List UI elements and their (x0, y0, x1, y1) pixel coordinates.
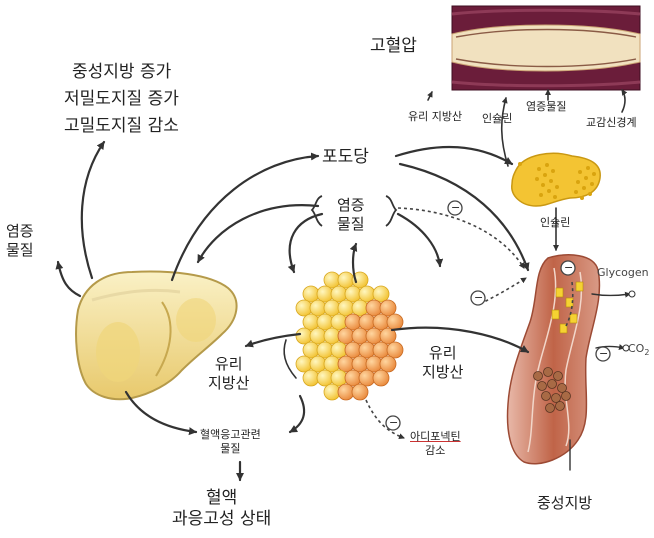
pancreas-texture (582, 186, 586, 190)
fat-cell (380, 356, 396, 372)
pancreas-texture (586, 166, 590, 170)
pancreas-texture (576, 180, 580, 184)
arrow-fat-to-bracket (353, 244, 356, 282)
pancreas-illustration (512, 153, 600, 206)
inflammatory-top-label: 염증물질 (526, 100, 566, 114)
pancreas-texture (555, 185, 559, 189)
arrow-ffa-top (428, 92, 432, 100)
pancreas-texture (553, 195, 557, 199)
pancreas-texture (588, 192, 592, 196)
triglyceride-droplet (546, 404, 555, 413)
triglyceride-droplet (558, 384, 567, 393)
pancreas-texture (580, 196, 584, 200)
muscle-illustration (508, 255, 600, 464)
arrow-fat-to-liver (246, 334, 300, 346)
arrow-liver-to-inflam (58, 262, 80, 296)
triglyceride-droplet (562, 392, 571, 401)
glycogen-granule (552, 310, 559, 319)
fat-cell (380, 300, 396, 316)
triglyceride-droplet (534, 372, 543, 381)
arrow-bracket-to-liver (198, 205, 318, 262)
glycogen-granule (576, 282, 583, 291)
lipid-effect-3: 고밀도지질 감소 (64, 116, 179, 137)
lipid-effect-1: 중성지방 증가 (72, 62, 171, 83)
pancreas-texture (518, 162, 522, 166)
minus-glyph: − (451, 201, 460, 215)
pancreas-texture (545, 163, 549, 167)
pancreas-texture (592, 172, 596, 176)
triglyceride-droplet (544, 368, 553, 377)
pancreas-texture (584, 176, 588, 180)
triglyceride-droplet (538, 382, 547, 391)
pancreas-texture (535, 177, 539, 181)
pancreas-texture (574, 190, 578, 194)
sympathetic-label: 교감신경계 (586, 116, 637, 130)
arrow-glucose-to-muscle (400, 164, 528, 270)
glucose-label: 포도당 (322, 147, 369, 168)
minus-glyph: − (599, 347, 608, 361)
arrow-pancreas-to-vessel (502, 98, 508, 166)
minus-glyph: − (389, 416, 398, 430)
glycogen-granule (570, 314, 577, 323)
adipose-tissue-illustration (296, 272, 403, 400)
hypertension-label: 고혈압 (370, 36, 417, 57)
pancreas-texture (547, 189, 551, 193)
pancreas-texture (537, 167, 541, 171)
glycogen-label: Glycogen (597, 266, 649, 280)
arrow-symp-top (622, 90, 625, 112)
arrow-liver-to-lipids (82, 142, 104, 278)
ffa-top-label: 유리 지방산 (408, 110, 462, 124)
arrow-fat-ffa-loop (284, 340, 296, 378)
minus-glyph: − (474, 291, 483, 305)
triglyceride-droplet (556, 402, 565, 411)
pancreas-texture (590, 182, 594, 186)
pancreas-texture (539, 193, 543, 197)
arrow-glycogen (592, 294, 630, 296)
pancreas-texture (549, 179, 553, 183)
pancreas-texture (541, 183, 545, 187)
triglyceride-droplet (554, 372, 563, 381)
minus-glyph: − (564, 261, 573, 275)
triglyceride-droplet (542, 392, 551, 401)
triglyceride-label: 중성지방 (537, 494, 592, 513)
pancreas-texture (551, 169, 555, 173)
co2-label: CO2 (628, 342, 649, 358)
blood-vessel-illustration (452, 6, 640, 90)
arrow-fat-to-coag (290, 396, 304, 432)
pancreas-texture (543, 173, 547, 177)
arrow-bracket-to-right (398, 214, 440, 266)
triglyceride-droplet (552, 394, 561, 403)
insulin-top-label: 인슐린 (482, 112, 512, 126)
lipid-effect-2: 저밀도지질 증가 (64, 89, 179, 110)
fat-cell (387, 342, 403, 358)
fat-cell (352, 384, 368, 400)
triglyceride-droplet (548, 380, 557, 389)
fat-cell (373, 370, 389, 386)
fat-cell (373, 286, 389, 302)
fat-cell (387, 314, 403, 330)
arrow-liver-to-coag (126, 392, 196, 432)
insulin-pancreas-label: 인슐린 (540, 216, 570, 230)
arrow-bracket-to-fat1 (290, 214, 322, 272)
glycogen-granule (556, 288, 563, 297)
pancreas-texture (578, 170, 582, 174)
arrow-glucose-to-pancreas (396, 147, 512, 164)
